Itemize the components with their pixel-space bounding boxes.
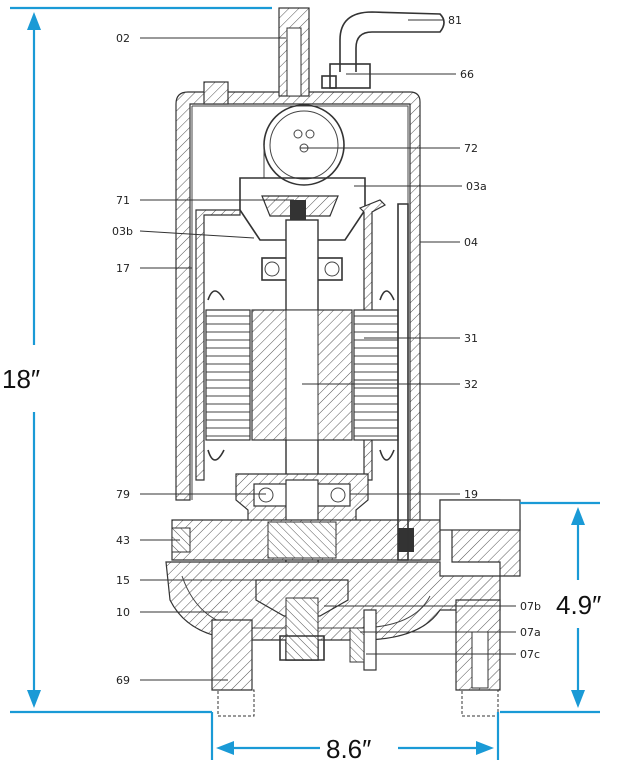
label-04: 04: [464, 236, 478, 249]
label-66: 66: [460, 68, 474, 81]
top-plug: [203, 81, 229, 105]
label-31: 31: [464, 332, 478, 345]
motor-housing: [175, 91, 421, 561]
label-72: 72: [464, 142, 478, 155]
label-79: 79: [116, 488, 130, 501]
label-07a: 07a: [520, 626, 541, 639]
outlet-flange: [439, 499, 521, 531]
leader-lines: [139, 19, 516, 681]
label-17: 17: [116, 262, 130, 275]
stator-left: [205, 309, 251, 441]
label-19: 19: [464, 488, 478, 501]
leg-left: [211, 619, 253, 691]
bolt-07: [363, 609, 377, 671]
label-32: 32: [464, 378, 478, 391]
cable-tube: [397, 203, 409, 561]
dimension-width-base: 8.6″: [326, 734, 371, 764]
label-03a: 03a: [466, 180, 487, 193]
dimension-labels: 18″ 4.9″ 8.6″: [2, 364, 601, 764]
dimension-height-total: 18″: [2, 364, 40, 394]
dimension-lines: [10, 6, 600, 760]
label-03b: 03b: [112, 225, 133, 238]
pump-drawing: [165, 7, 521, 717]
label-81: 81: [448, 14, 462, 27]
label-43: 43: [116, 534, 130, 547]
label-71: 71: [116, 194, 130, 207]
label-10: 10: [116, 606, 130, 619]
label-02: 02: [116, 32, 130, 45]
label-69: 69: [116, 674, 130, 687]
label-15: 15: [116, 574, 130, 587]
label-07b: 07b: [520, 600, 541, 613]
dimension-height-outlet: 4.9″: [556, 590, 601, 620]
impeller-bolt: [285, 597, 319, 661]
stator-right: [353, 309, 399, 441]
label-07c: 07c: [520, 648, 540, 661]
inner-housing: [195, 209, 241, 481]
capacitor: [263, 104, 345, 186]
bent-pipe: [339, 11, 445, 72]
part-labels: 02 81 66 72 03a 71 03b 04 17 31 32 79 19…: [112, 14, 541, 687]
